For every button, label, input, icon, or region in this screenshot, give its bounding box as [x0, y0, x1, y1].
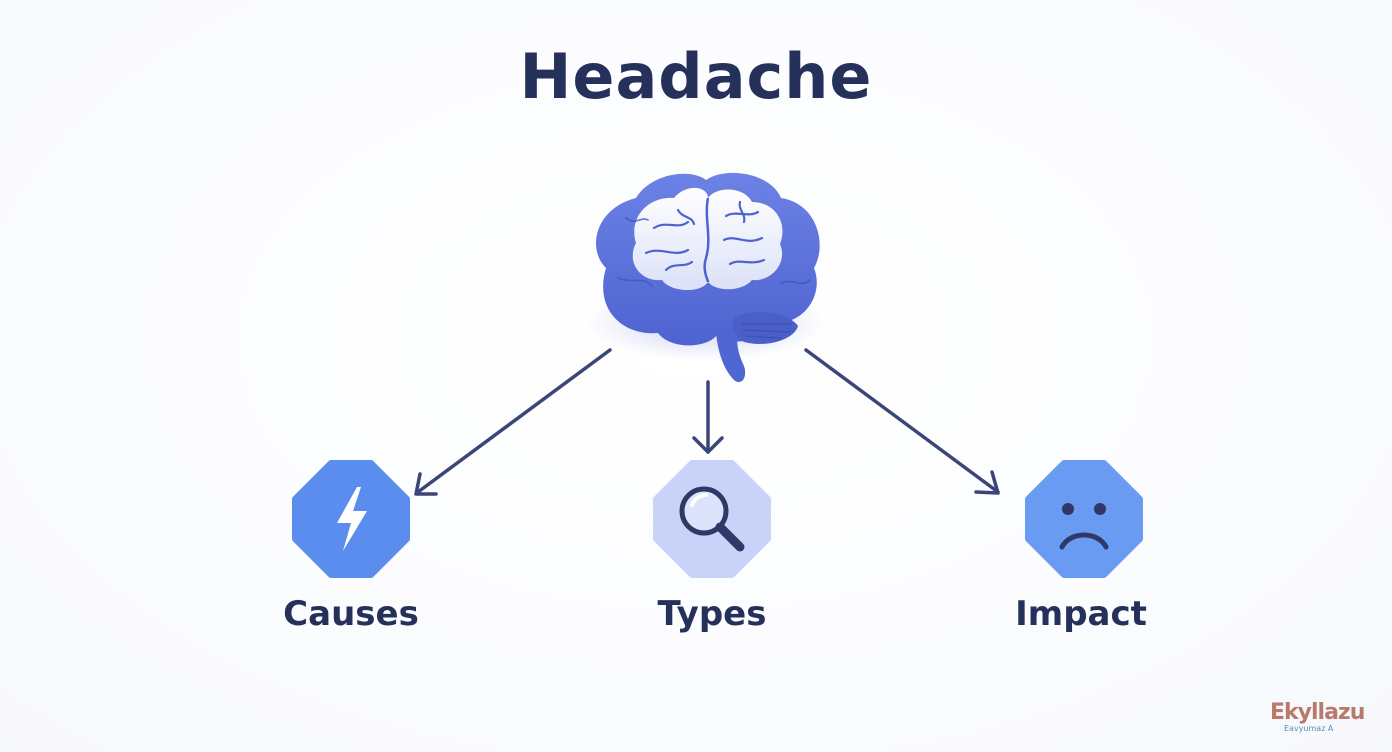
diagram-title: Headache — [519, 40, 873, 113]
impact-node — [1024, 459, 1144, 579]
watermark-logo: Ekyllazu Eavyumaz A — [1270, 700, 1380, 740]
types-node — [652, 459, 772, 579]
watermark-text: Ekyllazu — [1270, 700, 1365, 725]
lightning-bolt-icon — [292, 460, 410, 578]
causes-label: Causes — [283, 594, 419, 634]
brain-icon — [566, 158, 846, 398]
impact-label: Impact — [1015, 594, 1147, 634]
arrow-head-types — [692, 436, 724, 454]
watermark-subtext: Eavyumaz A — [1284, 724, 1334, 733]
arrow-to-impact — [804, 348, 1000, 494]
arrow-head-impact — [974, 470, 1000, 495]
arrow-to-causes — [416, 348, 612, 494]
types-label: Types — [657, 594, 767, 634]
magnifying-glass-icon — [653, 460, 771, 578]
causes-node — [291, 459, 411, 579]
sad-face-icon — [1025, 460, 1143, 578]
arrow-head-causes — [414, 472, 438, 496]
